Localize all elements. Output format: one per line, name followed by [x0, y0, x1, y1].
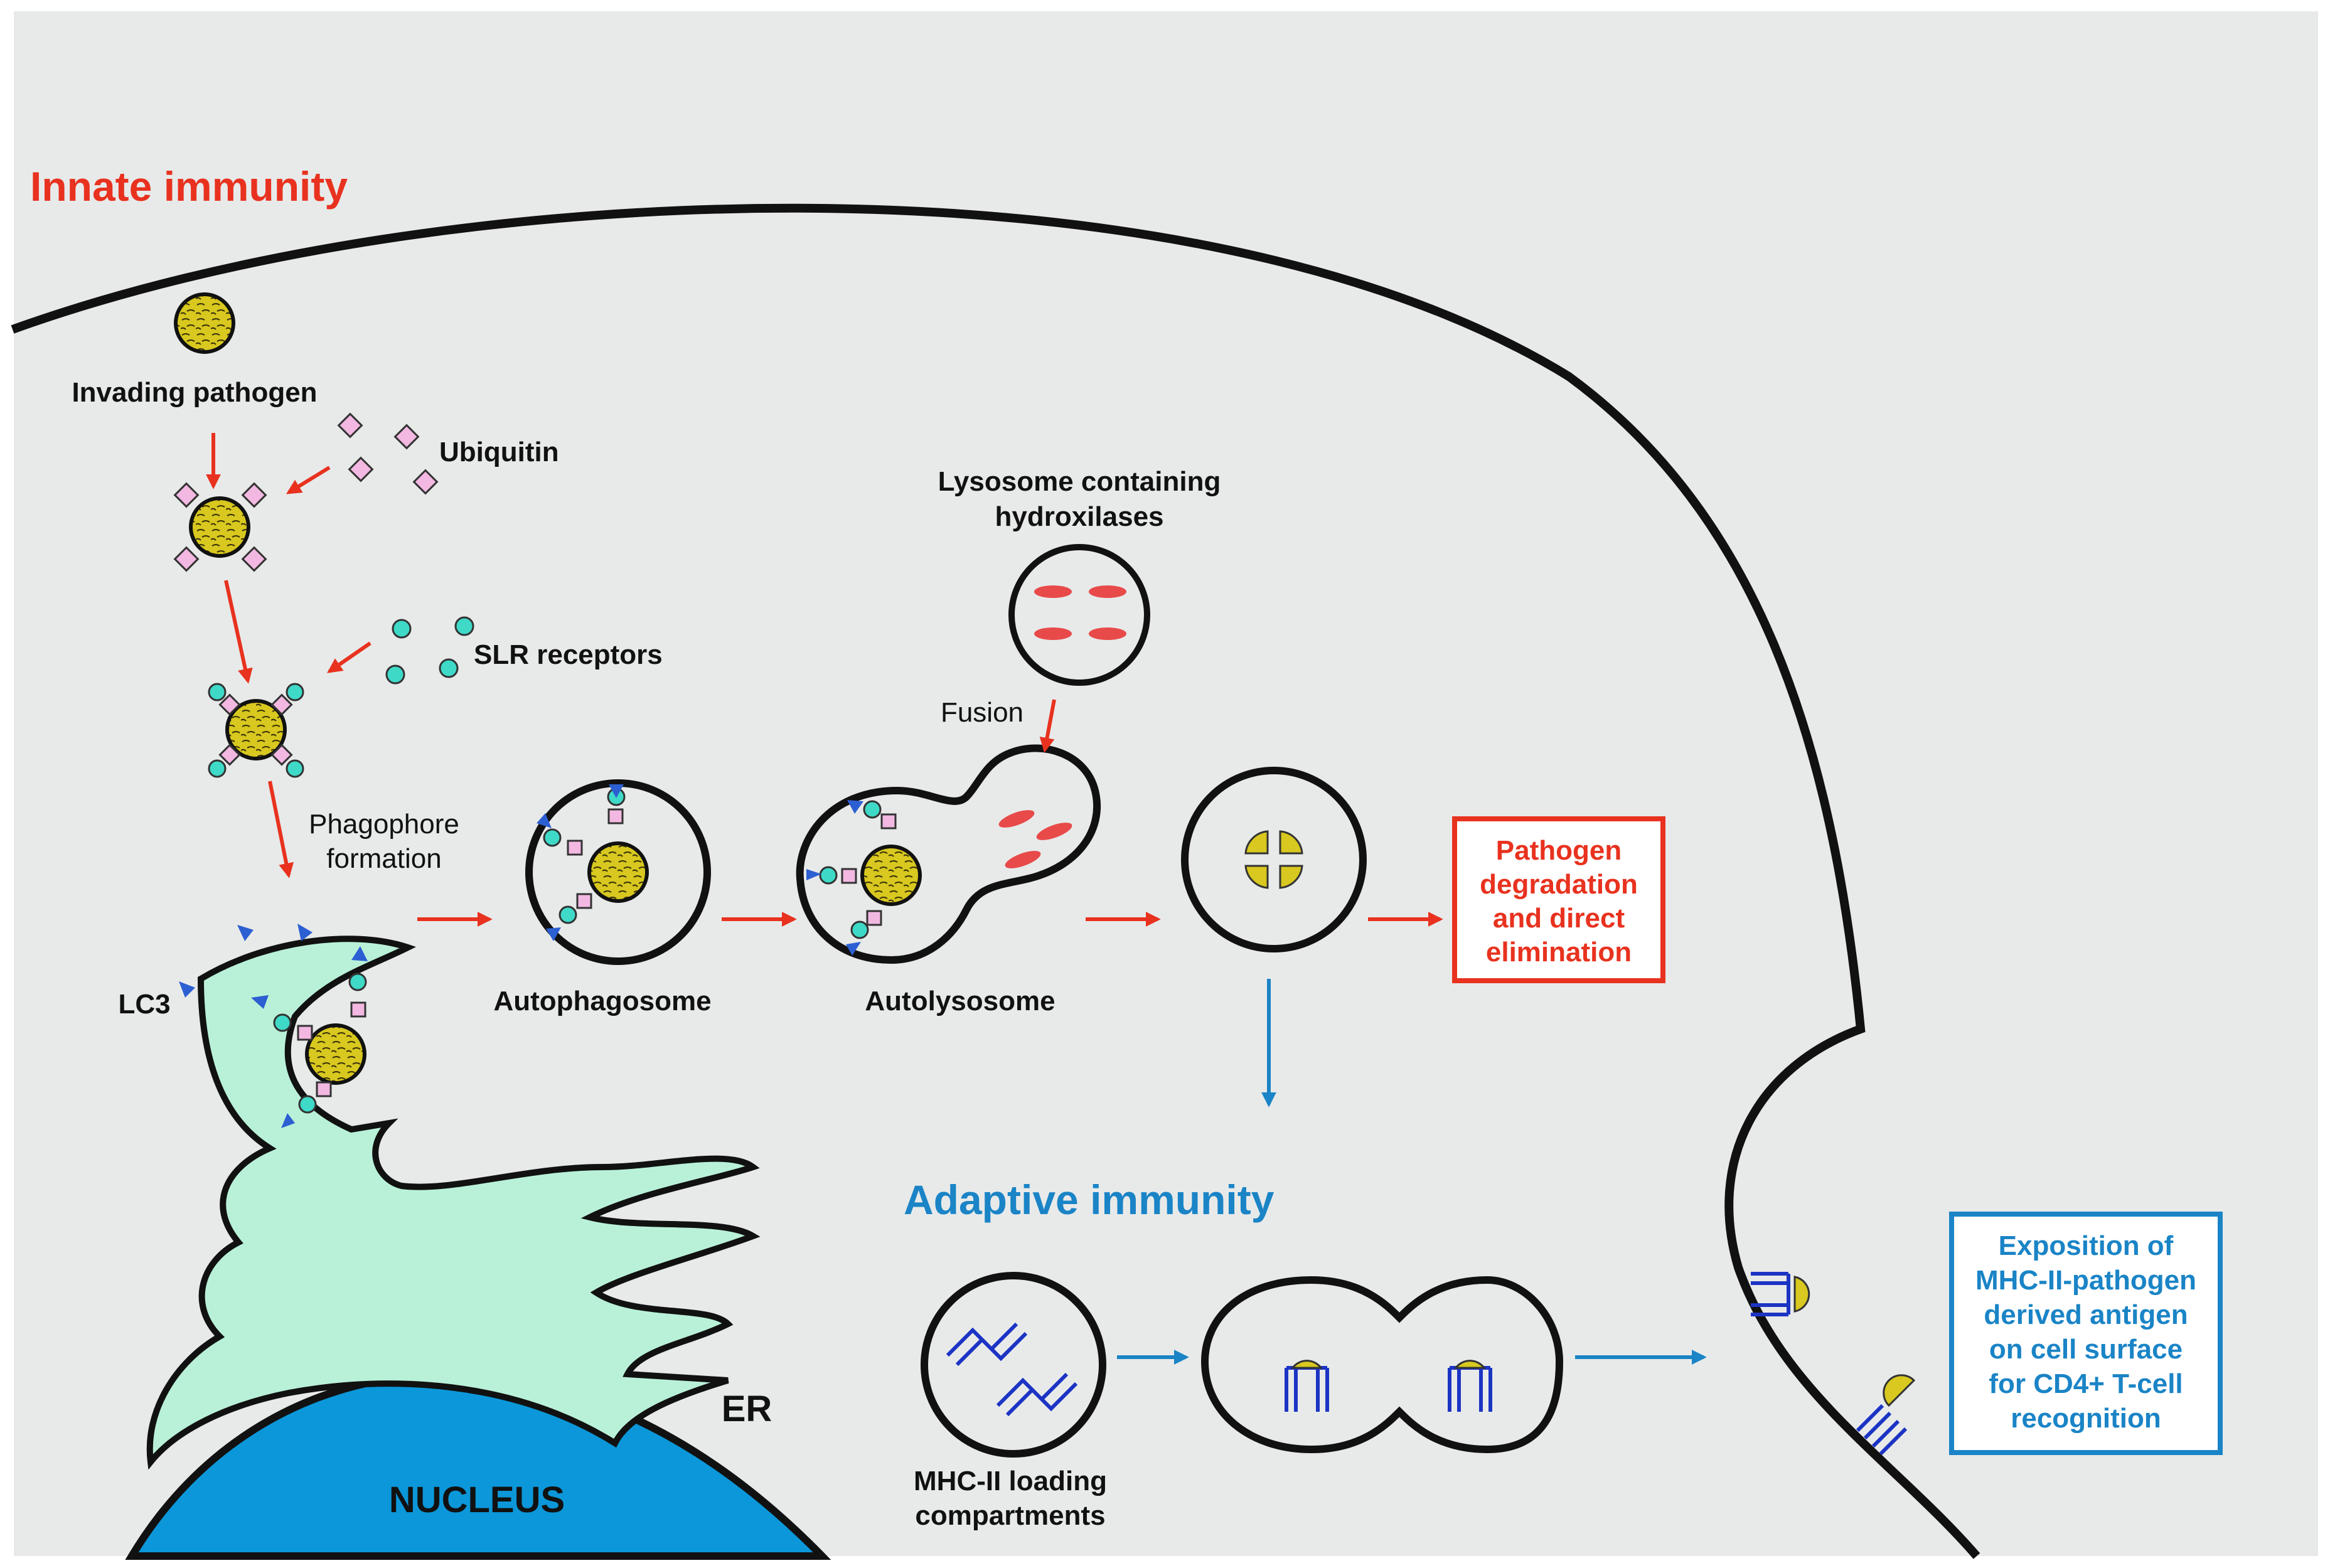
mhc-loading-compartment: MHC-II loading compartments	[914, 1272, 1107, 1531]
innate-arrows	[206, 433, 1443, 927]
lysosome: Lysosome containing hydroxilases	[938, 466, 1221, 686]
phagophore	[179, 924, 368, 1128]
innate-outcome-line-3: and direct	[1493, 903, 1625, 934]
fusion-label: Fusion	[941, 697, 1023, 728]
innate-outcome-line-2: degradation	[1480, 869, 1638, 900]
slr-receptors-label: SLR receptors	[474, 639, 663, 670]
adaptive-immunity-heading: Adaptive immunity	[904, 1176, 1275, 1223]
adaptive-outcome-line-6: recognition	[2011, 1403, 2161, 1434]
mhc-loading-label-1: MHC-II loading	[914, 1466, 1107, 1496]
mhc-antigen-vesicle	[1200, 1276, 1564, 1454]
innate-outcome-box: Pathogen degradation and direct eliminat…	[1452, 816, 1665, 983]
innate-outcome-line-1: Pathogen	[1496, 835, 1622, 866]
nucleus-label: NUCLEUS	[389, 1480, 565, 1520]
lysosome-label-2: hydroxilases	[995, 501, 1163, 532]
adaptive-arrows	[1117, 979, 1707, 1365]
arrow-lysosome-fusion	[1039, 699, 1056, 753]
adaptive-outcome-line-2: MHC-II-pathogen	[1975, 1265, 2196, 1296]
arrow-to-phagophore	[268, 781, 294, 878]
autolysosome-label: Autolysosome	[865, 986, 1055, 1016]
phagophore-formation-label-2: formation	[326, 843, 441, 874]
lc3-icon	[237, 925, 254, 941]
er-label: ER	[722, 1389, 772, 1429]
phagophore-formation-label-1: Phagophore	[309, 809, 459, 840]
adaptive-outcome-line-5: for CD4+ T-cell	[1989, 1368, 2183, 1399]
cell-membrane	[11, 203, 1980, 1559]
adaptive-outcome-line-1: Exposition of	[1999, 1230, 2174, 1261]
lysosome-label-1: Lysosome containing	[938, 466, 1221, 497]
innate-immunity-heading: Innate immunity	[30, 163, 348, 210]
ubiquitinated-pathogen	[173, 482, 267, 572]
surface-mhc-antigen	[1751, 1272, 1916, 1456]
mhc-loading-label-2: compartments	[915, 1500, 1105, 1531]
degraded-pathogen-vesicle	[1181, 767, 1367, 952]
autophagosome-label: Autophagosome	[493, 986, 711, 1016]
adaptive-outcome-line-3: derived antigen	[1984, 1299, 2188, 1330]
tagged-pathogen	[208, 683, 304, 778]
arrow-ubiquitin-to-pathogen	[286, 466, 331, 494]
ubiquitin-label: Ubiquitin	[439, 437, 559, 467]
endoplasmic-reticulum: ER	[146, 936, 772, 1470]
autolysosome: Autolysosome	[796, 744, 1101, 1016]
pathogen-icon	[174, 292, 235, 354]
adaptive-outcome-box: Exposition of MHC-II-pathogen derived an…	[1949, 1212, 2223, 1455]
adaptive-outcome-line-4: on cell surface	[1989, 1334, 2183, 1365]
lc3-label: LC3	[118, 989, 170, 1020]
innate-outcome-line-4: elimination	[1486, 937, 1632, 968]
arrow-slr-to-pathogen	[327, 641, 371, 673]
autophagosome: Autophagosome	[493, 779, 712, 1016]
slr-receptors: SLR receptors	[385, 616, 663, 685]
invading-pathogen: Invading pathogen	[72, 292, 318, 408]
ubiquitin-molecules: Ubiquitin	[337, 412, 559, 495]
invading-pathogen-label: Invading pathogen	[72, 377, 317, 408]
arrow-to-tagged-pathogen	[224, 580, 253, 684]
